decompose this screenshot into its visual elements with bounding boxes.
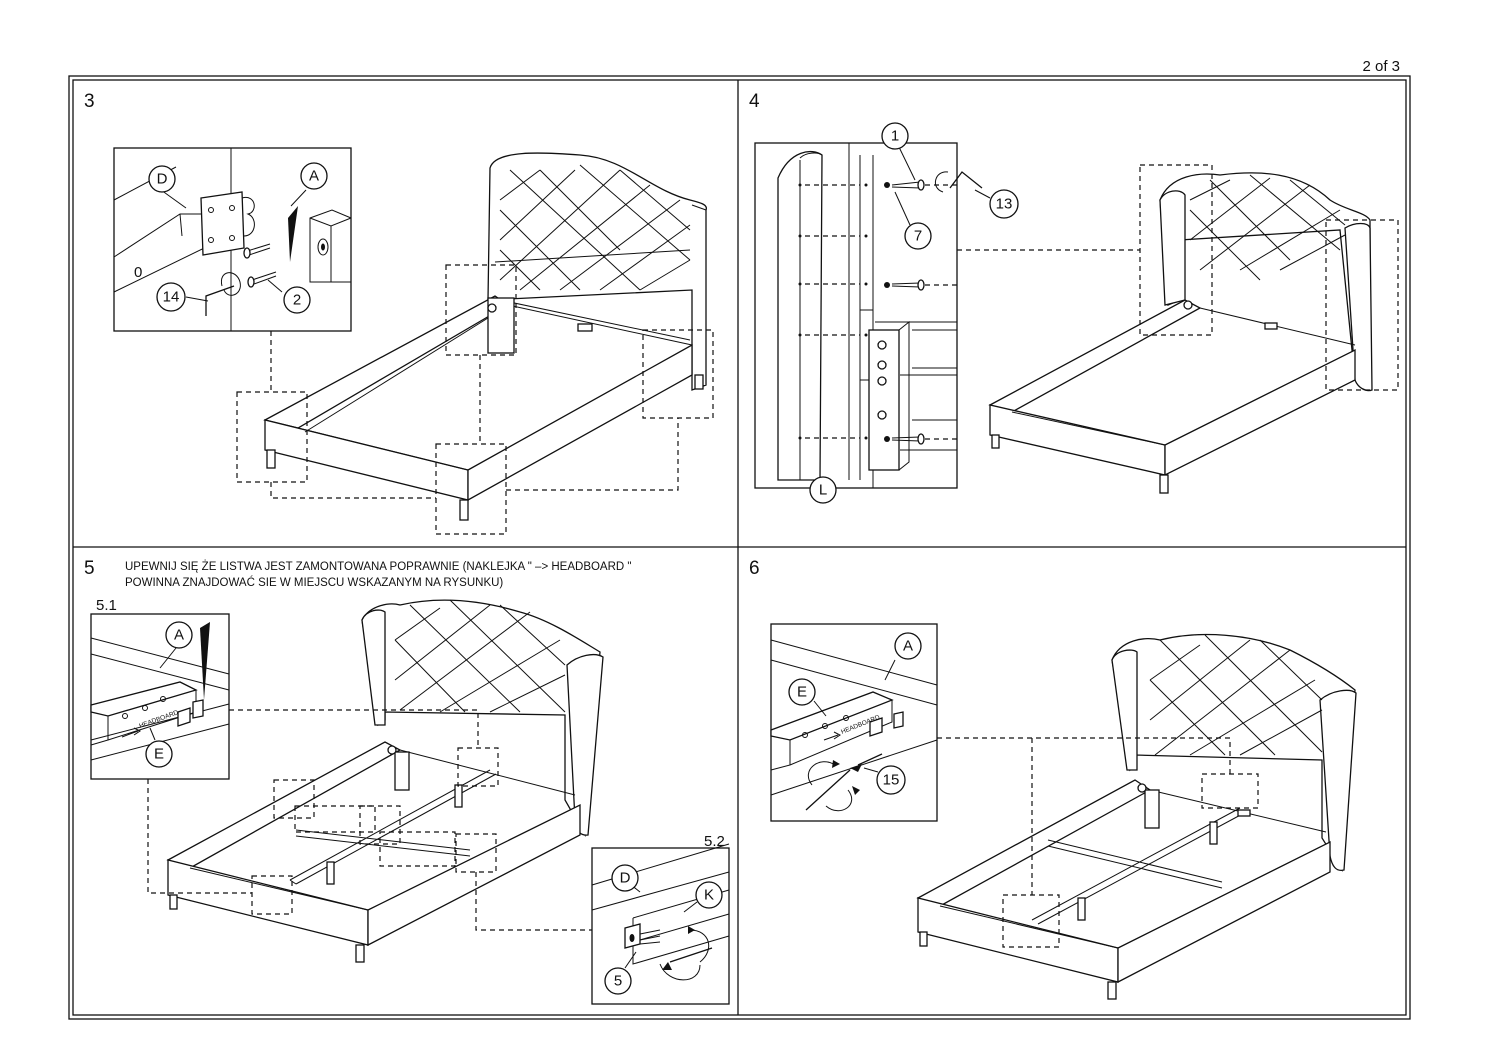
label-zero: 0 (134, 264, 142, 281)
callout-L: L (809, 476, 837, 504)
svg-text:13: 13 (996, 196, 1013, 213)
step-4-detail (754, 142, 991, 489)
callout-D-step3: D (148, 165, 176, 193)
outer-frame (68, 75, 1411, 1020)
step-4-panel: 4 (749, 91, 1399, 504)
callout-7: 7 (904, 222, 932, 250)
svg-text:D: D (620, 870, 631, 887)
callout-A-step3: A (300, 162, 328, 190)
step-3-bed-drawing (236, 152, 714, 535)
svg-text:7: 7 (914, 228, 922, 245)
svg-text:15: 15 (883, 772, 900, 789)
svg-text:E: E (797, 684, 807, 701)
callout-A-step6: A (894, 632, 922, 660)
step-6-panel: 6 HEADBOARD A (749, 558, 1357, 1000)
step-5-number: 5 (84, 558, 95, 579)
svg-text:14: 14 (163, 289, 180, 306)
step-5-2-label: 5.2 (704, 833, 725, 850)
step-5-note-line1: UPEWNIJ SIĘ ŻE LISTWA JEST ZAMONTOWANA P… (125, 560, 632, 573)
svg-text:K: K (704, 887, 714, 904)
callout-K: K (695, 881, 723, 909)
callout-A-step5: A (165, 621, 193, 649)
callout-1: 1 (881, 122, 909, 150)
callout-14: 14 (156, 282, 186, 312)
callout-2-step3: 2 (283, 286, 311, 314)
svg-text:1: 1 (891, 128, 899, 145)
step-6-number: 6 (749, 558, 760, 579)
svg-text:A: A (309, 168, 319, 185)
callout-E-step5: E (145, 740, 173, 768)
step-6-bed-drawing (916, 633, 1357, 1000)
svg-text:A: A (174, 627, 184, 644)
svg-text:2: 2 (293, 292, 301, 309)
step-5-panel: 5 UPEWNIJ SIĘ ŻE LISTWA JEST ZAMONTOWANA… (84, 558, 730, 1005)
svg-text:A: A (903, 638, 913, 655)
callout-13: 13 (989, 189, 1019, 219)
svg-text:5: 5 (614, 973, 622, 990)
callout-D-step5: D (611, 864, 639, 892)
step-5-1-label: 5.1 (96, 597, 117, 614)
callout-15: 15 (876, 765, 906, 795)
svg-text:E: E (154, 746, 164, 763)
callout-5: 5 (604, 967, 632, 995)
step-5-note-line2: POWINNA ZNAJDOWAĆ SIE W MIEJSCU WSKAZANY… (125, 576, 503, 589)
step-5-bed-drawing (147, 599, 604, 963)
step-3-panel: 3 0 (84, 91, 714, 535)
svg-text:D: D (157, 171, 168, 188)
svg-text:L: L (819, 482, 827, 499)
step-4-bed-drawing (988, 164, 1399, 494)
callout-E-step6: E (788, 678, 816, 706)
page-number: 2 of 3 (1362, 58, 1400, 75)
step-3-number: 3 (84, 91, 95, 112)
step-6-detail: HEADBOARD (770, 623, 938, 822)
step-4-number: 4 (749, 91, 760, 112)
